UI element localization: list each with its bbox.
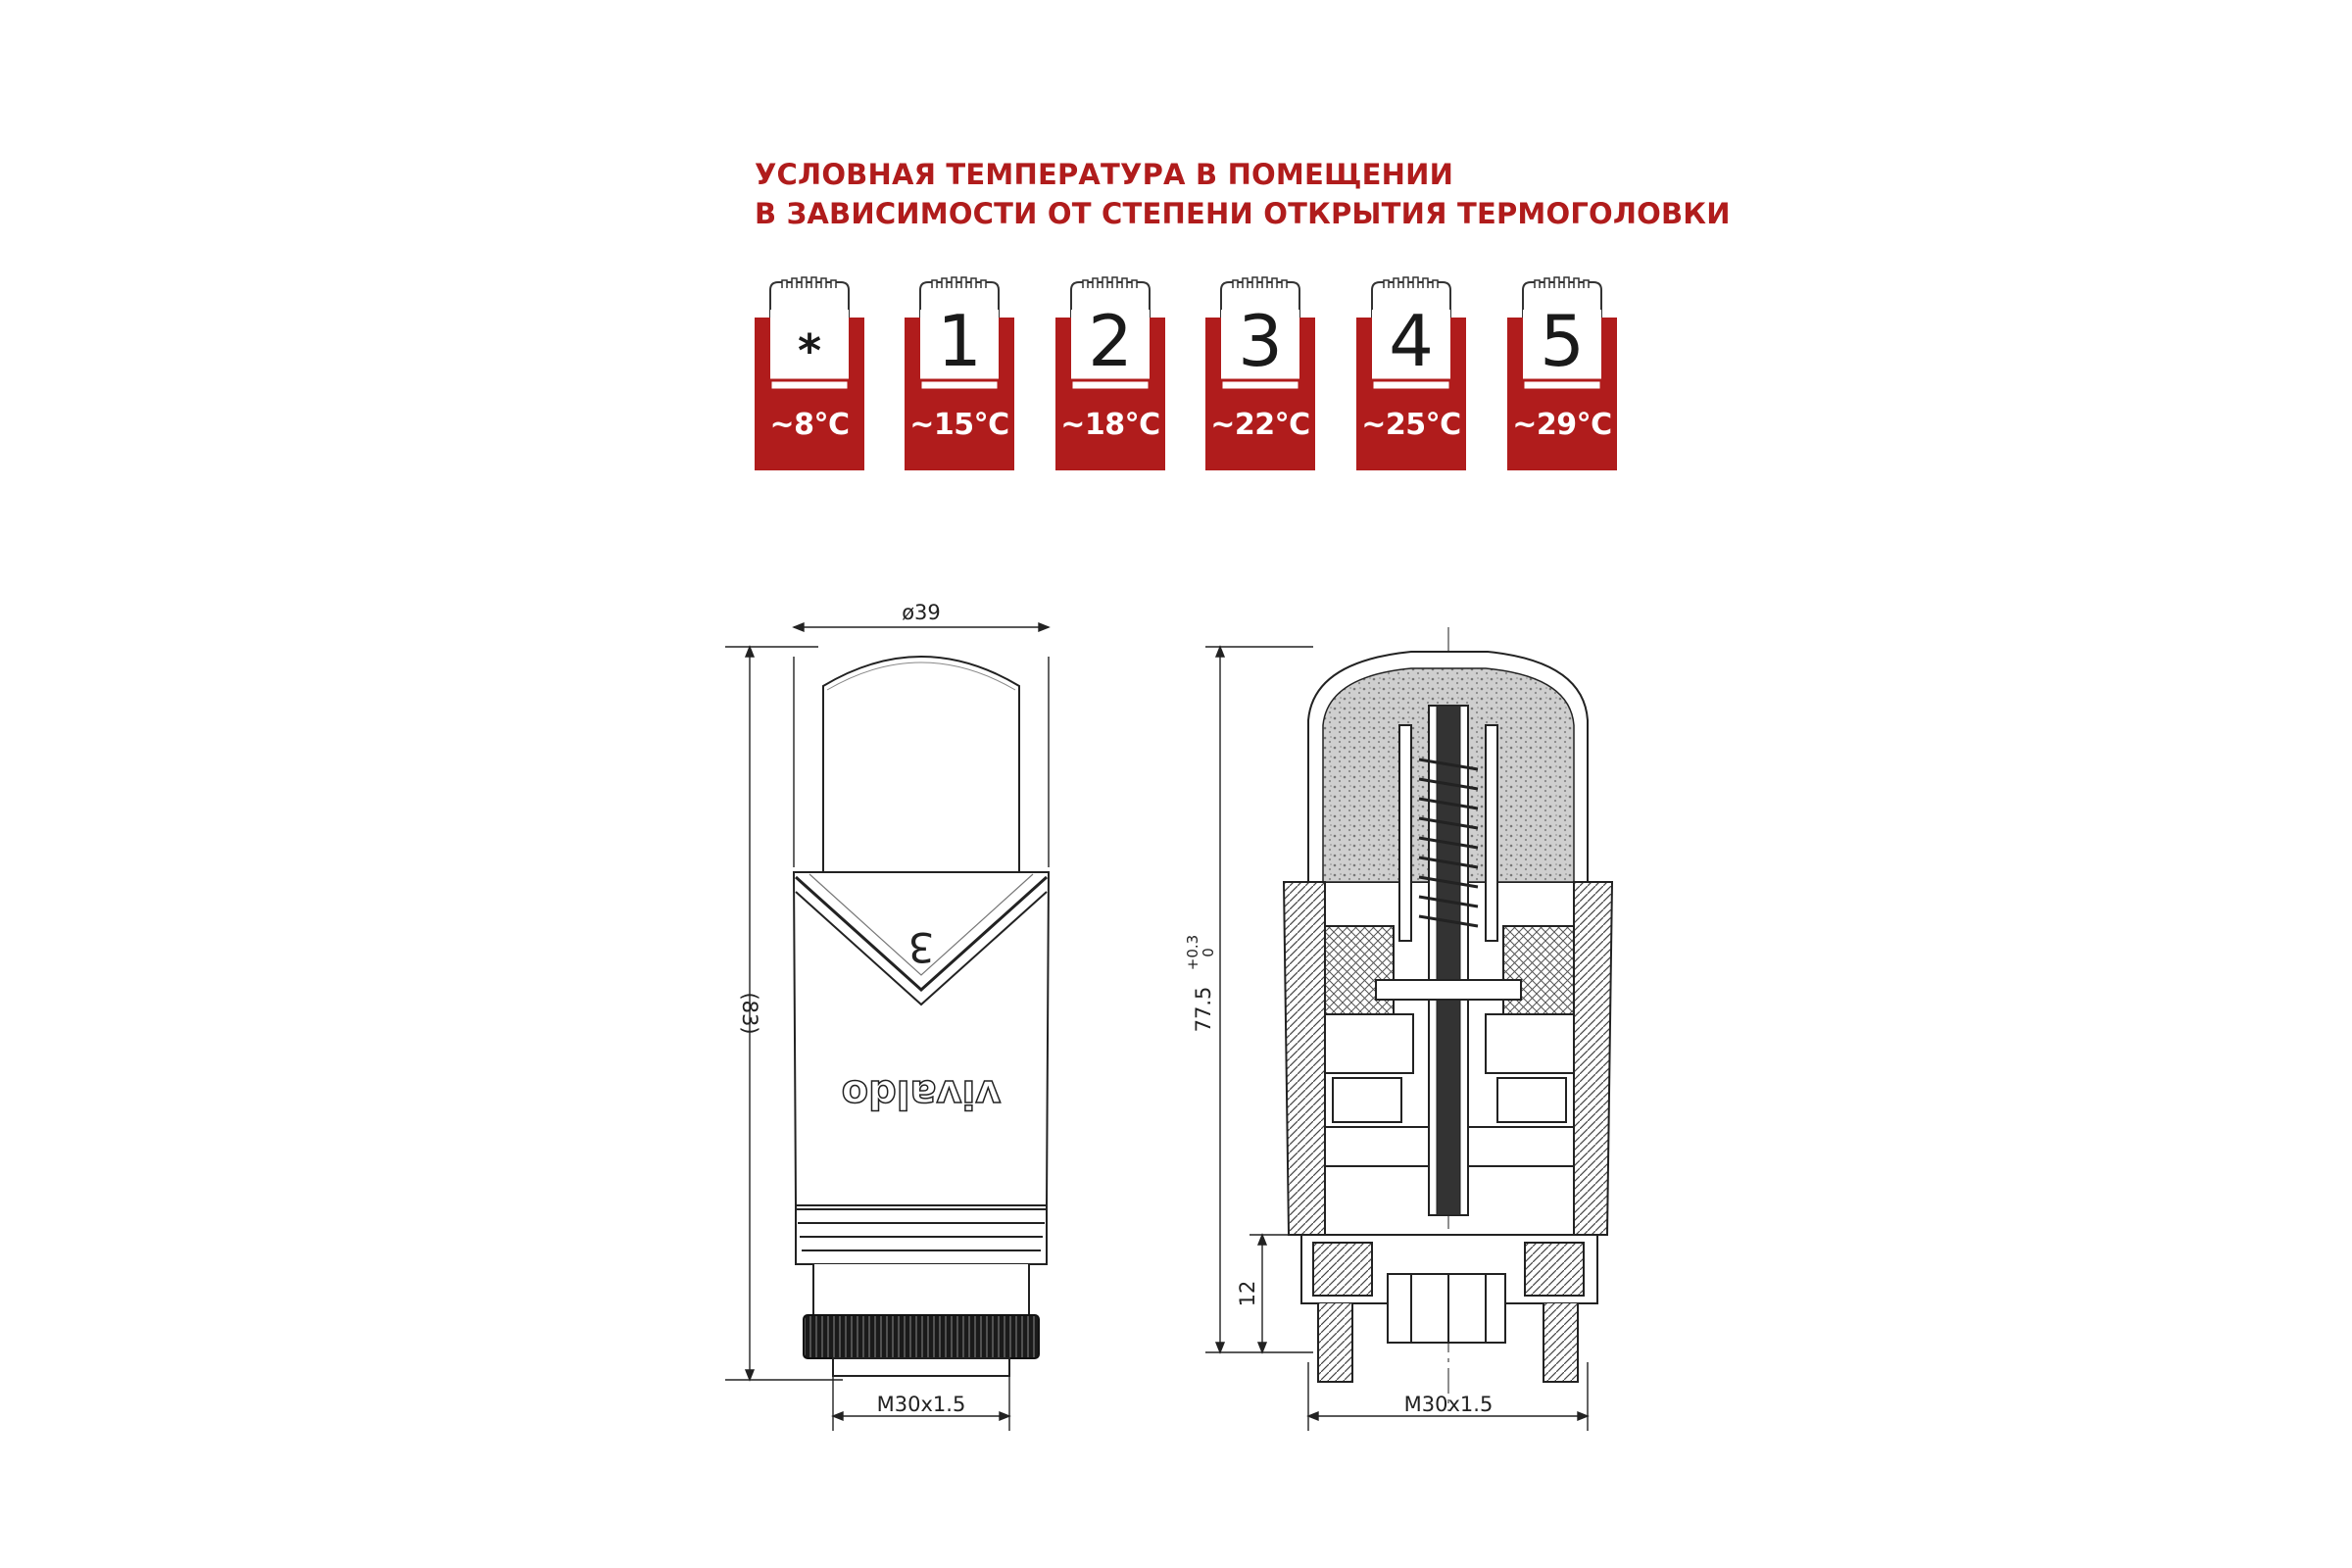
dial-cap-shape — [1221, 310, 1299, 390]
setting-symbol: * — [797, 324, 822, 377]
dial-cap-shape — [920, 310, 999, 390]
dial-cap-outline — [1232, 276, 1288, 288]
dial-cap-icon — [1356, 276, 1466, 470]
height-tolerance-lower: 0 — [1200, 948, 1217, 957]
setting-scale: * ~8°C 1 ~15°C 2 ~18°C 3 ~22°C 4 ~25°C 5… — [755, 274, 1617, 470]
section-dimensions — [1205, 645, 1590, 1431]
thread-depth-label: 12 — [1236, 1281, 1259, 1307]
setting-card-1: 1 ~15°C — [905, 274, 1014, 470]
setting-temperature: ~18°C — [1060, 408, 1160, 442]
diameter-label: ø39 — [902, 601, 941, 624]
setting-symbol: 3 — [1238, 300, 1283, 382]
spring — [1418, 758, 1479, 928]
front-view — [792, 656, 1051, 1377]
dial-mark-label: 3 — [908, 923, 935, 971]
dial-cap-shape — [770, 310, 849, 390]
dial-cap-icon — [1055, 276, 1165, 470]
thread-section-label: M30x1.5 — [1404, 1393, 1494, 1416]
height-total-label: (83) — [738, 992, 761, 1034]
setting-card-3: 3 ~22°C — [1205, 274, 1315, 470]
dial-cap-outline — [781, 276, 837, 288]
thread-front-label: M30x1.5 — [877, 1393, 966, 1416]
setting-symbol: 4 — [1389, 300, 1434, 382]
technical-drawing: 3 vivaldo ø39 (83) M30x1.5 — [725, 601, 1614, 1431]
setting-symbol: 1 — [937, 300, 982, 382]
dial-cap-outline — [1534, 276, 1590, 288]
dial-cap-shape — [1069, 378, 1152, 392]
heading-line-1: УСЛОВНАЯ ТЕМПЕРАТУРА В ПОМЕЩЕНИИ — [755, 158, 1454, 191]
dial-cap-shape — [1521, 378, 1603, 392]
setting-symbol: 2 — [1088, 300, 1133, 382]
setting-temperature: ~25°C — [1361, 408, 1461, 442]
dial-cap-outline — [919, 281, 1000, 318]
dial-cap-icon — [1205, 276, 1315, 470]
front-dimensions — [725, 621, 1051, 1431]
dial-cap-outline — [1383, 276, 1439, 288]
section-view — [1282, 627, 1614, 1411]
dial-cap-icon — [1507, 276, 1617, 470]
setting-card-frost: * ~8°C — [755, 274, 864, 470]
dial-cap-outline — [1070, 281, 1151, 318]
dial-cap-icon — [755, 276, 864, 470]
dial-cap-outline — [1371, 281, 1451, 318]
dial-cap-shape — [1219, 378, 1301, 392]
setting-temperature: ~22°C — [1210, 408, 1310, 442]
dial-cap-outline — [1522, 281, 1602, 318]
dial-cap-shape — [1370, 378, 1452, 392]
setting-symbol: 5 — [1540, 300, 1585, 382]
setting-card-4: 4 ~25°C — [1356, 274, 1466, 470]
setting-card-2: 2 ~18°C — [1055, 274, 1165, 470]
dial-cap-outline — [931, 276, 987, 288]
dial-cap-shape — [1372, 310, 1450, 390]
setting-temperature: ~29°C — [1512, 408, 1612, 442]
height-tolerance-upper: +0.3 — [1184, 935, 1201, 970]
dial-cap-shape — [1523, 310, 1601, 390]
setting-temperature: ~15°C — [909, 408, 1009, 442]
brand-logo: vivaldo — [842, 1071, 1002, 1116]
heading: УСЛОВНАЯ ТЕМПЕРАТУРА В ПОМЕЩЕНИИ В ЗАВИС… — [755, 155, 1731, 233]
height-body-label: 77.5 — [1192, 987, 1215, 1033]
setting-temperature: ~8°C — [769, 408, 850, 442]
heading-line-2: В ЗАВИСИМОСТИ ОТ СТЕПЕНИ ОТКРЫТИЯ ТЕРМОГ… — [755, 197, 1731, 230]
dial-cap-icon — [905, 276, 1014, 470]
dial-cap-outline — [1220, 281, 1300, 318]
setting-card-5: 5 ~29°C — [1507, 274, 1617, 470]
dial-cap-shape — [1071, 310, 1150, 390]
dial-cap-shape — [768, 378, 851, 392]
dial-cap-outline — [769, 281, 850, 318]
dial-cap-outline — [1082, 276, 1138, 288]
dial-cap-shape — [918, 378, 1001, 392]
